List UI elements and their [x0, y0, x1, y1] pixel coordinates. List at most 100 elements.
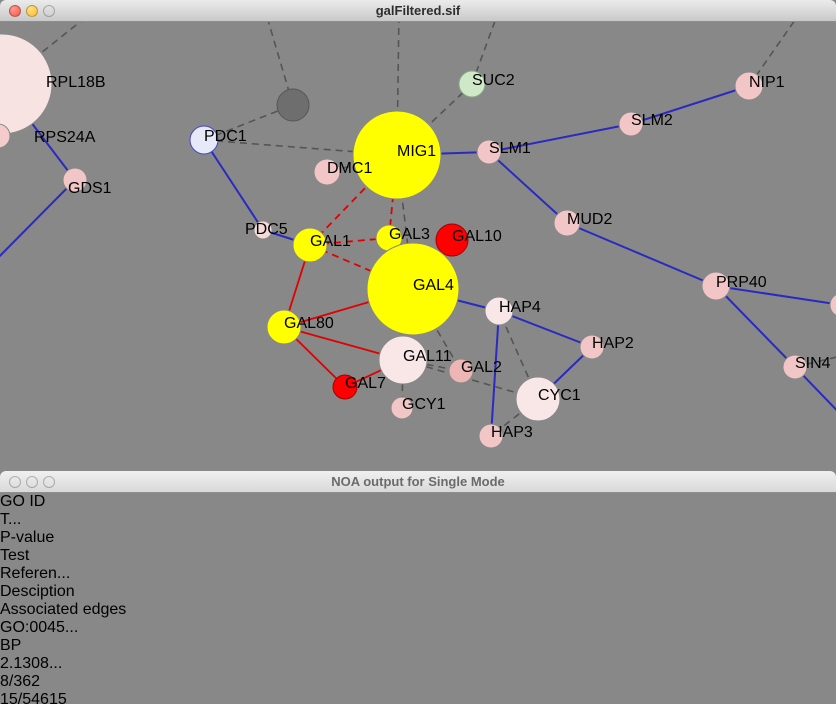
node-GAL3[interactable]: GAL3 — [375, 224, 430, 252]
edge-MUD2-PRP40[interactable] — [566, 222, 717, 287]
node-PDC5[interactable]: PDC5 — [245, 220, 288, 240]
edge-SLM1-SLM2[interactable] — [488, 123, 632, 153]
node-label-GAL2: GAL2 — [461, 359, 502, 376]
node-MIG1[interactable]: MIG1 — [352, 110, 442, 200]
node-label-DMC1: DMC1 — [327, 160, 372, 177]
node-RPL18B[interactable]: RPL18B — [0, 33, 106, 135]
edge-HAP4-HAP2[interactable] — [498, 310, 593, 348]
column-header-referen[interactable]: Referen... — [0, 565, 71, 582]
node-label-CYC1: CYC1 — [538, 387, 581, 404]
column-header-test[interactable]: Test — [0, 547, 30, 564]
node-label-GAL1: GAL1 — [310, 233, 351, 250]
node-GAL10[interactable]: GAL10 — [435, 223, 502, 257]
cell: 2.1308... — [0, 655, 63, 672]
noa-window-title: NOA output for Single Mode — [331, 474, 505, 489]
node-label-NIP1: NIP1 — [749, 74, 785, 91]
node-GAL7[interactable]: GAL7 — [332, 374, 386, 400]
node-label-HAP2: HAP2 — [592, 335, 634, 352]
node-label-RPL18B: RPL18B — [46, 74, 106, 91]
edge-PRP40-EDGE1[interactable] — [715, 285, 836, 306]
node-SLM1[interactable]: SLM1 — [476, 139, 531, 165]
node-label-PDC1: PDC1 — [204, 128, 247, 145]
node-SLM2[interactable]: SLM2 — [618, 111, 673, 137]
close-button[interactable] — [9, 476, 21, 488]
node-SUC2[interactable]: SUC2 — [458, 70, 515, 98]
node-CYC1[interactable]: CYC1 — [515, 376, 581, 422]
node-GAL4[interactable]: GAL4 — [366, 242, 460, 336]
node-label-GAL4: GAL4 — [413, 277, 454, 294]
noa-window-titlebar[interactable]: NOA output for Single Mode — [0, 471, 836, 493]
cell: GO:0045... — [0, 619, 79, 636]
edge-PDC1-PDC5[interactable] — [203, 139, 264, 231]
node-GAL80[interactable]: GAL80 — [266, 309, 334, 345]
node-PDC1[interactable]: PDC1 — [189, 125, 247, 155]
node-label-GAL10: GAL10 — [452, 228, 502, 245]
node-label-RPS24A: RPS24A — [34, 129, 96, 146]
node-GAL11[interactable]: GAL11 — [378, 335, 452, 385]
node-HAP3[interactable]: HAP3 — [478, 423, 533, 449]
column-header-go-id[interactable]: GO ID — [0, 493, 46, 510]
node-label-SLM2: SLM2 — [631, 112, 673, 129]
network-window-title: galFiltered.sif — [375, 3, 461, 18]
edge-HAP4-HAP3[interactable] — [490, 310, 500, 437]
edge-GAL1-GAL4[interactable] — [309, 244, 414, 290]
column-header-desciption[interactable]: Desciption — [0, 583, 75, 600]
node-SIN4[interactable]: SIN4 — [782, 354, 831, 380]
node-label-HAP4: HAP4 — [499, 299, 541, 316]
table-row[interactable]: GO:0045...BP2.1308...8/36215/54615carbon… — [0, 619, 836, 704]
node-GDS1[interactable]: GDS1 — [62, 167, 112, 197]
table-body: GO:0045...BP2.1308...8/36215/54615carbon… — [0, 619, 836, 704]
minimize-button[interactable] — [26, 5, 38, 17]
node-label-PRP40: PRP40 — [716, 274, 767, 291]
edge-NIP1-offscreen[interactable] — [748, 9, 803, 87]
node-HAP4[interactable]: HAP4 — [484, 296, 541, 326]
edge-SLM1-MUD2[interactable] — [488, 151, 568, 224]
edge-SLM2-NIP1[interactable] — [630, 85, 750, 125]
edge-SIN4-offscreen[interactable] — [794, 366, 836, 428]
cell: 15/54615 — [0, 691, 67, 704]
node-PRP40[interactable]: PRP40 — [701, 271, 767, 301]
node-GCY1[interactable]: GCY1 — [390, 396, 446, 420]
network-window-titlebar[interactable]: galFiltered.sif — [0, 0, 836, 22]
node-GRAY1[interactable] — [276, 88, 310, 122]
edge-PRP40-SIN4[interactable] — [715, 285, 796, 368]
zoom-button[interactable] — [43, 476, 55, 488]
edge-GDS1-offscreen[interactable] — [0, 179, 76, 274]
edge-PDC1-GRAY1[interactable] — [203, 104, 294, 141]
node-label-GDS1: GDS1 — [68, 180, 112, 197]
node-RPS24A[interactable]: RPS24A — [0, 123, 96, 149]
node-label-HAP3: HAP3 — [491, 424, 533, 441]
node-label-PDC5: PDC5 — [245, 221, 288, 238]
node-label-GAL3: GAL3 — [389, 226, 430, 243]
node-EDGE1[interactable] — [829, 293, 836, 317]
column-header-associated-edges[interactable]: Associated edges — [0, 601, 127, 618]
node-MUD2[interactable]: MUD2 — [553, 209, 612, 237]
node-GAL2[interactable]: GAL2 — [448, 358, 502, 384]
column-header-t[interactable]: T... — [0, 511, 22, 528]
close-button[interactable] — [9, 5, 21, 17]
node-label-GAL11: GAL11 — [403, 348, 452, 365]
minimize-button[interactable] — [26, 476, 38, 488]
node-label-SUC2: SUC2 — [472, 72, 515, 89]
node-label-MUD2: MUD2 — [567, 211, 612, 228]
node-label-GAL80: GAL80 — [284, 315, 334, 332]
zoom-button[interactable] — [43, 5, 55, 17]
edge-GRAY1-offscreen[interactable] — [264, 9, 294, 106]
cell: 8/362 — [0, 673, 41, 690]
edge-GAL1-MIG1[interactable] — [309, 154, 398, 246]
node-GAL1[interactable]: GAL1 — [292, 227, 351, 263]
column-header-p-value[interactable]: P-value — [0, 529, 55, 546]
node-label-GAL7: GAL7 — [345, 375, 386, 392]
node-label-GCY1: GCY1 — [402, 396, 446, 413]
node-DMC1[interactable]: DMC1 — [313, 158, 372, 186]
node-HAP2[interactable]: HAP2 — [579, 334, 634, 360]
node-label-SIN4: SIN4 — [795, 355, 831, 372]
node-label-MIG1: MIG1 — [397, 143, 436, 160]
node-NIP1[interactable]: NIP1 — [734, 71, 785, 101]
